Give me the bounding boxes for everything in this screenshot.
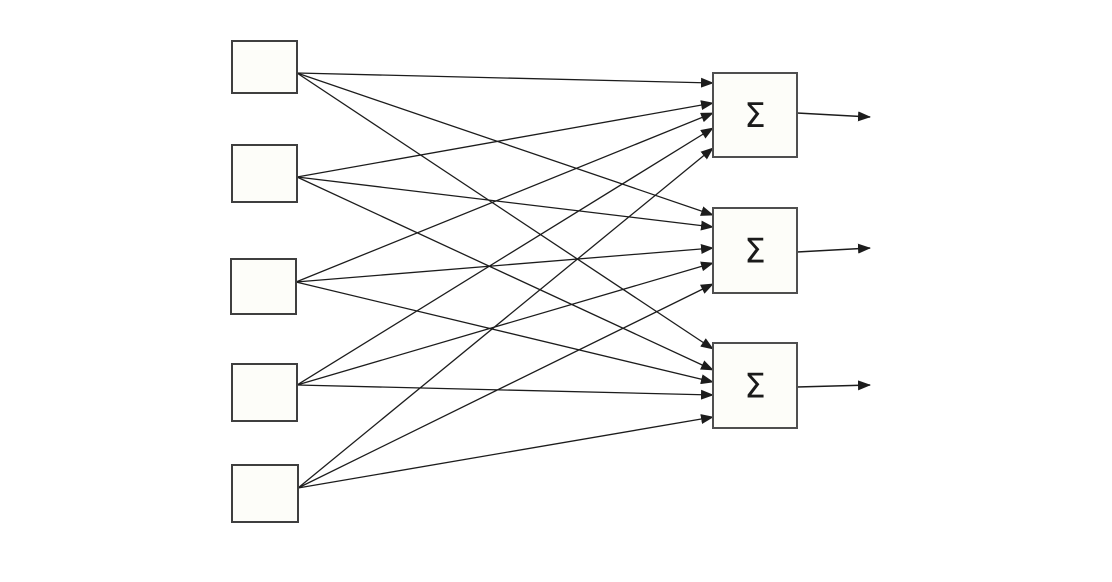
output-arrow-sum-3	[796, 380, 871, 391]
sum-node-sum-2	[712, 207, 798, 294]
connection-arrow-input-3-sum-2	[295, 243, 714, 283]
connection-arrow-input-3-sum-3	[295, 281, 714, 385]
output-arrow-sum-1	[796, 111, 871, 122]
input-node-input-3	[230, 258, 297, 315]
sigma-label-sum-1: Σ	[744, 96, 765, 136]
sum-node-sum-1	[712, 72, 798, 158]
input-node-input-4	[231, 363, 298, 422]
connection-arrow-input-1-sum-2	[296, 72, 714, 216]
connection-arrow-input-2-sum-2	[296, 176, 714, 231]
connection-arrow-input-4-sum-2	[296, 261, 714, 386]
connection-arrow-input-4-sum-1	[296, 127, 714, 386]
connection-arrow-input-3-sum-1	[295, 112, 714, 283]
connection-arrow-input-1-sum-1	[296, 72, 714, 88]
connection-arrow-input-5-sum-2	[297, 283, 714, 489]
connection-arrow-input-1-sum-3	[296, 72, 714, 350]
sigma-label-sum-3: Σ	[744, 367, 765, 407]
sigma-label-sum-2: Σ	[744, 232, 765, 272]
input-node-input-5	[231, 464, 299, 523]
connection-arrow-input-2-sum-3	[296, 176, 714, 371]
connection-arrow-input-5-sum-3	[297, 414, 714, 489]
connection-arrow-input-5-sum-1	[297, 147, 714, 489]
connection-arrow-input-2-sum-1	[296, 100, 714, 178]
sum-node-sum-3	[712, 342, 798, 429]
input-node-input-2	[231, 144, 298, 203]
output-arrow-sum-2	[796, 243, 871, 254]
connection-arrow-input-4-sum-3	[296, 384, 714, 400]
input-node-input-1	[231, 40, 298, 94]
